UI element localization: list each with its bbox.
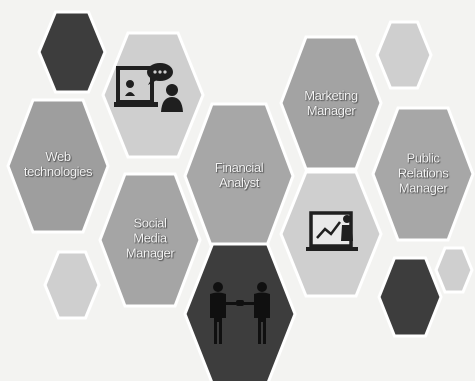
hexagon-business-people — [183, 242, 297, 381]
hexagon-web-technologies — [6, 98, 110, 234]
business-people-icon — [210, 282, 270, 344]
label-line: Manager — [125, 245, 175, 261]
hexagon-dark-bottom-right — [377, 256, 443, 338]
hex-label-public-relations-manager: Public Relations Manager — [398, 151, 449, 196]
hexagon-light-top-right — [375, 20, 433, 90]
hex-label-web-technologies: Web technologies — [23, 149, 93, 179]
hexagon-light-bottom-right — [434, 246, 474, 294]
hex-label-financial-analyst: Financial Analyst — [214, 160, 264, 190]
label-line: Web — [45, 149, 71, 164]
hexagon-marketing-manager — [279, 35, 383, 171]
hex-label-marketing-manager: Marketing Manager — [304, 88, 358, 118]
whiteboard-chart-icon — [306, 211, 358, 251]
label-line: technologies — [23, 164, 93, 179]
hexagon-layer — [6, 10, 475, 381]
hexagon-social-media-manager — [98, 172, 202, 308]
hexagon-public-relations — [371, 106, 475, 242]
hexagon-dark-top-left — [37, 10, 107, 94]
label-line: Public — [406, 150, 440, 166]
label-line: Financial — [214, 160, 264, 175]
label-line: Social — [133, 215, 167, 231]
label-line: Manager — [398, 180, 448, 196]
label-line: Relations — [397, 165, 449, 181]
hex-label-social-media-manager: Social Media Manager — [126, 216, 175, 261]
presentation-chat-icon — [114, 63, 183, 112]
label-line: Manager — [306, 103, 356, 118]
label-line: Analyst — [219, 175, 259, 190]
hexagon-light-bottom-left — [43, 250, 101, 320]
label-line: Marketing — [304, 88, 358, 103]
label-line: Media — [133, 230, 167, 246]
